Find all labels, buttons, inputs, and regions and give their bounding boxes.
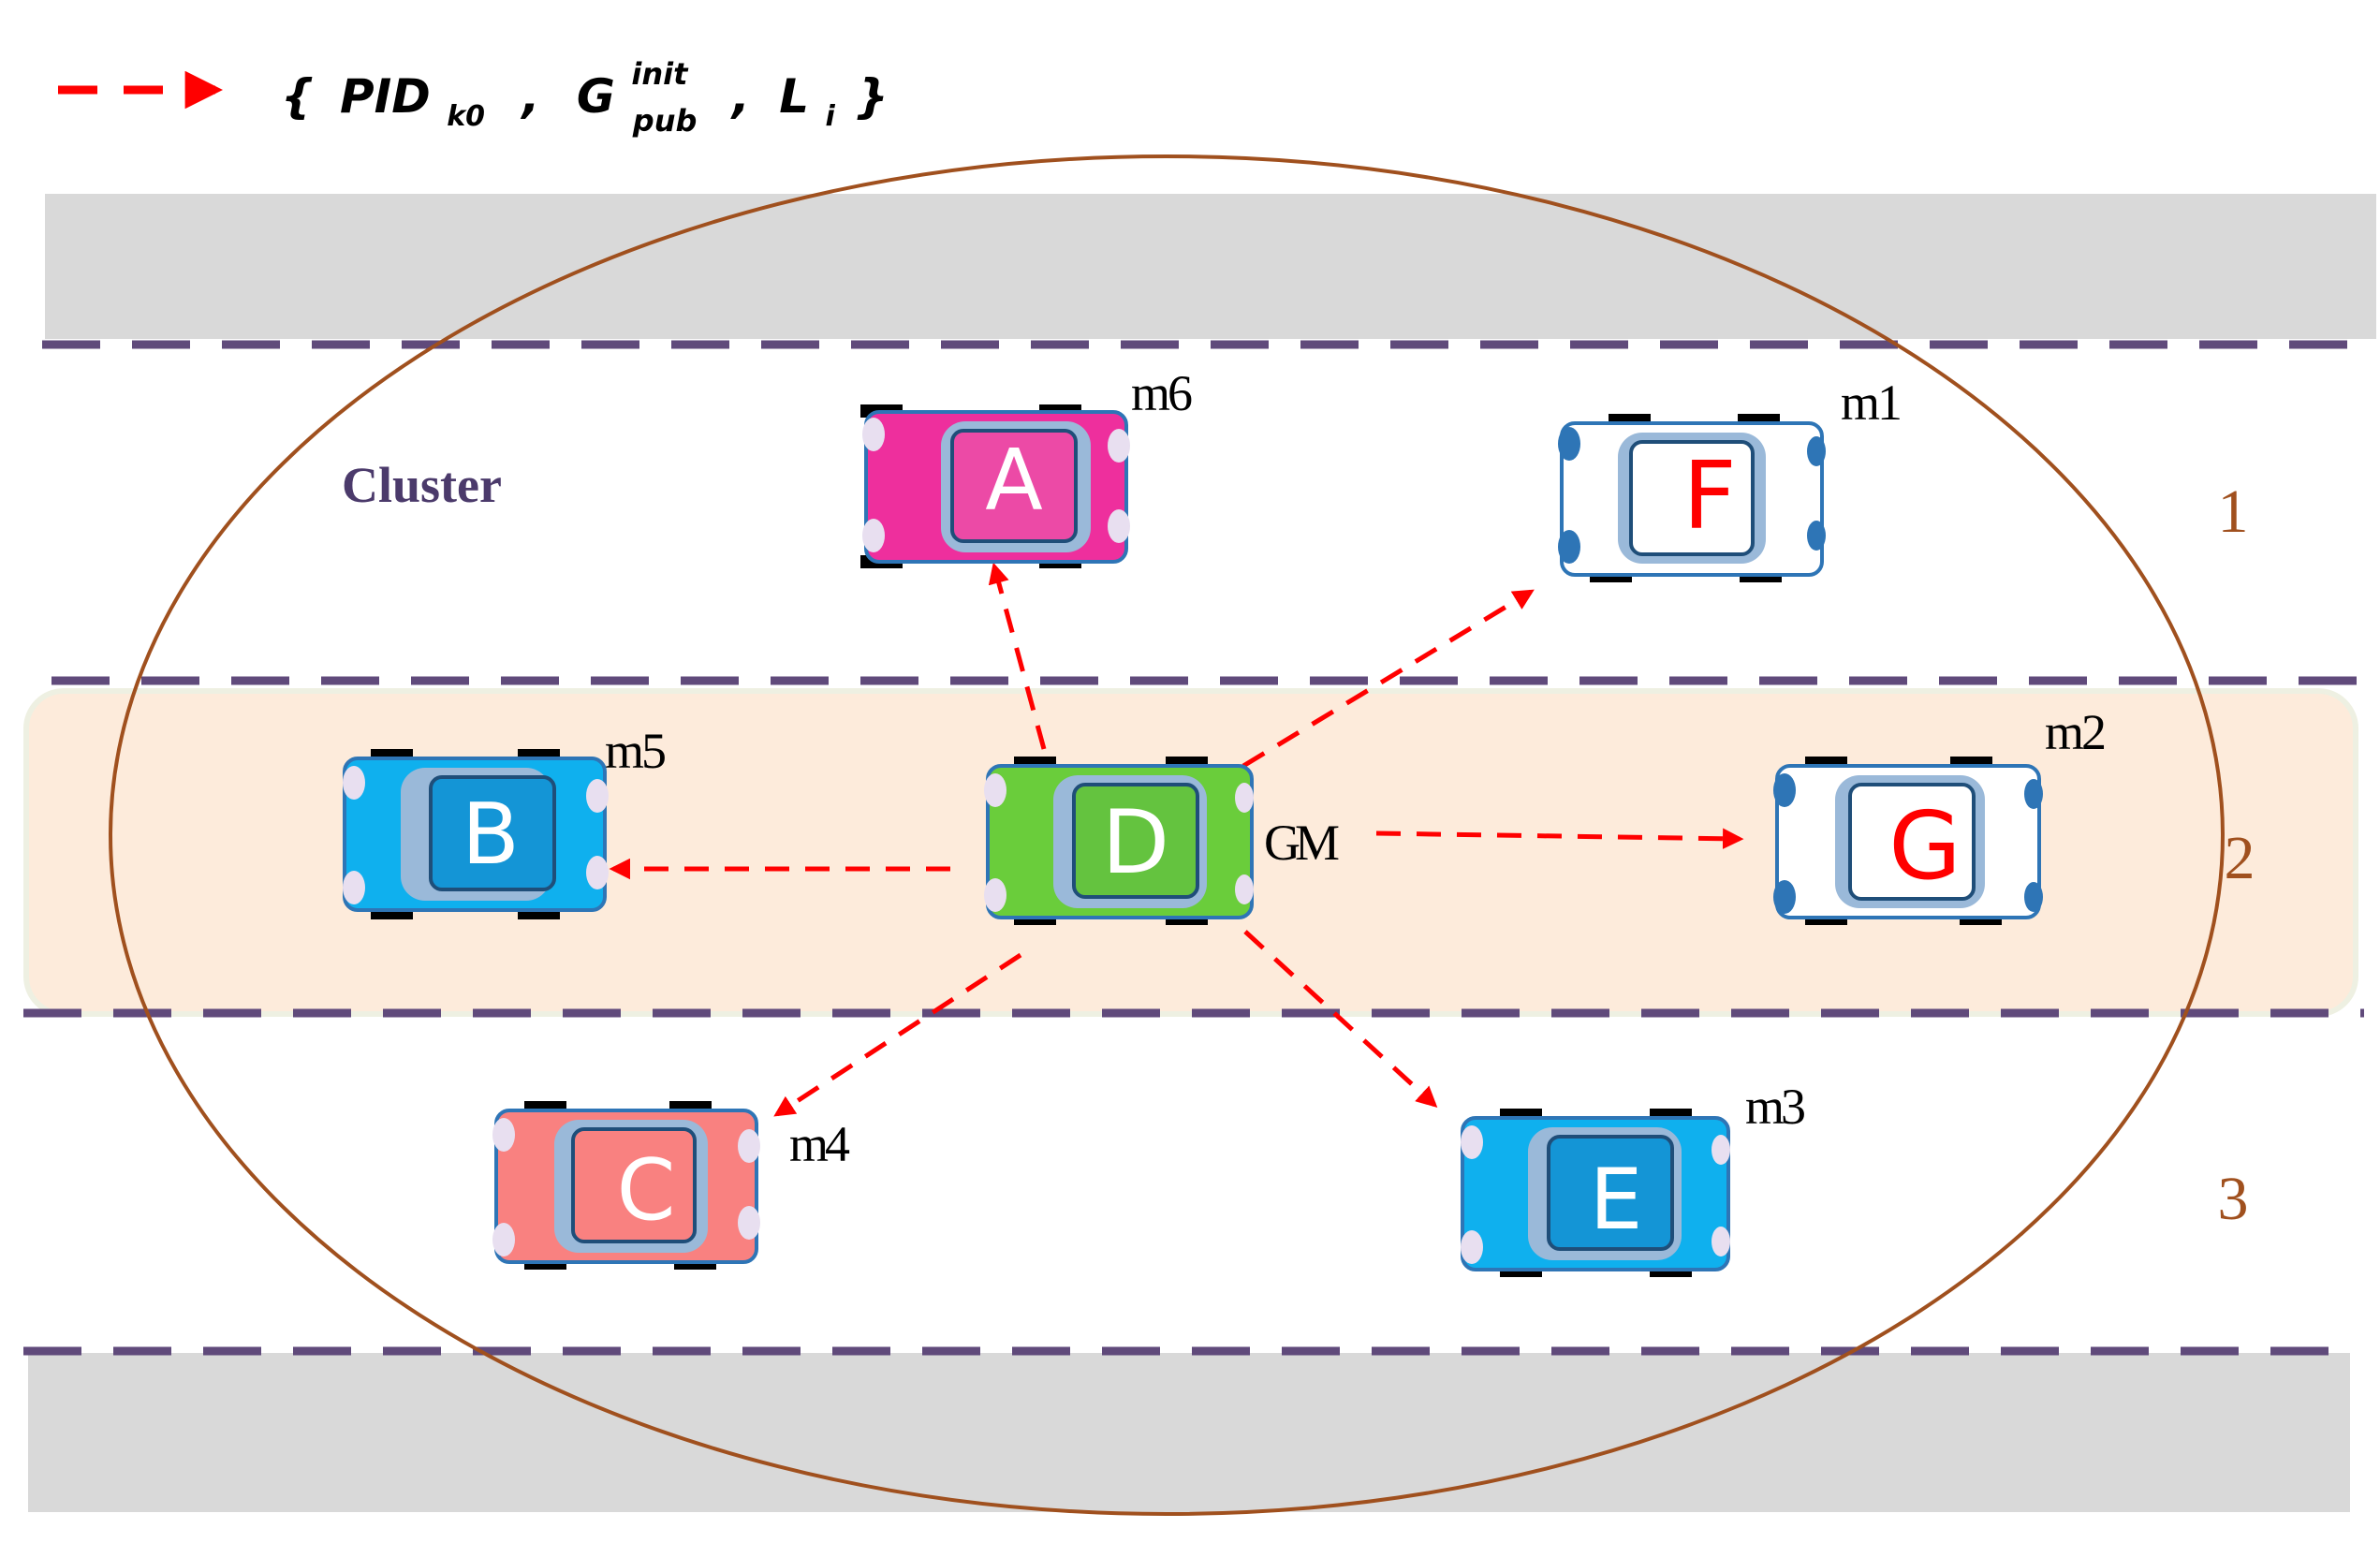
vehicle-label-c: m4 bbox=[789, 1116, 850, 1172]
car-window bbox=[1072, 783, 1199, 899]
car-letter: E bbox=[1590, 1151, 1643, 1249]
vehicle-label-e: m3 bbox=[1745, 1079, 1804, 1135]
vehicle-b: B bbox=[343, 749, 609, 919]
gm-label: GM bbox=[1264, 815, 1339, 871]
car-letter: F bbox=[1682, 441, 1737, 551]
car-letter: C bbox=[617, 1141, 676, 1240]
legend-formula: { PID k0 , G init pub , L i } bbox=[281, 41, 889, 142]
vehicle-a: A bbox=[860, 404, 1130, 568]
car-letter: D bbox=[1102, 792, 1169, 894]
arrow-d-to-g bbox=[1375, 828, 1744, 849]
car-window bbox=[1629, 440, 1755, 556]
arrow-d-to-f bbox=[1241, 589, 1535, 769]
car-letter: G bbox=[1888, 791, 1961, 901]
vehicle-c: C bbox=[492, 1101, 760, 1270]
car-window bbox=[571, 1127, 697, 1243]
car-window bbox=[1848, 783, 1976, 901]
cluster-label: Cluster bbox=[342, 457, 502, 513]
arrow-d-to-c bbox=[773, 952, 1022, 1117]
vehicle-g: G bbox=[1773, 757, 2043, 925]
broadcast-arrows bbox=[609, 562, 1744, 1117]
vehicle-e: E bbox=[1461, 1109, 1730, 1277]
lane-dividers bbox=[23, 340, 2369, 1356]
vehicle-f: F bbox=[1558, 414, 1826, 582]
road-top bbox=[45, 194, 2376, 339]
arrow-d-to-a bbox=[988, 562, 1047, 750]
vehicle-label-a: m6 bbox=[1131, 365, 1192, 421]
car-window bbox=[950, 429, 1078, 543]
road-bottom bbox=[28, 1353, 2350, 1512]
car-letter: B bbox=[462, 786, 520, 884]
lane-number-3: 3 bbox=[2218, 1165, 2249, 1233]
vehicle-d: D bbox=[984, 757, 1254, 925]
cluster-ellipse bbox=[109, 154, 2225, 1516]
lane-number-2: 2 bbox=[2225, 824, 2255, 892]
car-window bbox=[1547, 1135, 1674, 1251]
car-window bbox=[429, 775, 556, 891]
vehicle-label-f: m1 bbox=[1841, 375, 1900, 431]
car-letter: A bbox=[985, 432, 1043, 530]
vehicle-label-b: m5 bbox=[605, 723, 665, 779]
arrow-d-to-e bbox=[1243, 930, 1438, 1109]
lane-number-1: 1 bbox=[2218, 478, 2249, 546]
vehicle-label-g: m2 bbox=[2045, 704, 2105, 760]
